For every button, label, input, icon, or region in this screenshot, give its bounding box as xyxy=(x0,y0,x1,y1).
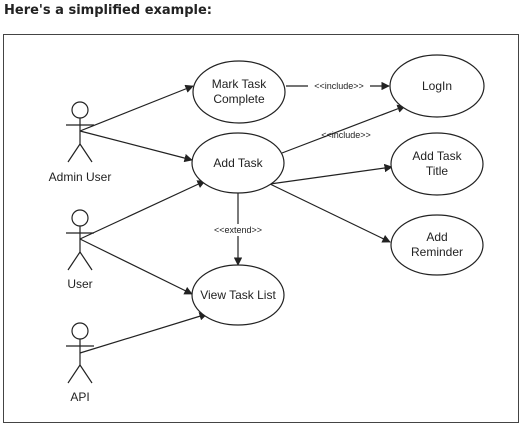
uc-login-line1: LogIn xyxy=(422,79,452,93)
relation-labels: <<include>> <<include>> <<extend>> xyxy=(208,80,371,236)
stick-figure-icon xyxy=(66,101,94,163)
actor-admin-user: Admin User xyxy=(49,101,112,184)
uc-add-line1: Add Task xyxy=(213,156,263,170)
extend-label: <<extend>> xyxy=(214,225,262,235)
uc-reminder-line2: Reminder xyxy=(411,245,463,259)
use-case-add-reminder: Add Reminder xyxy=(390,214,484,276)
uc-reminder-line1: Add xyxy=(426,230,447,244)
use-case-add-task-title: Add Task Title xyxy=(390,132,484,196)
use-case-login: LogIn xyxy=(389,54,485,118)
assoc-admin-mark xyxy=(79,84,194,132)
actor-label-api: API xyxy=(70,390,89,404)
uc-mark-line2: Complete xyxy=(213,92,265,106)
uc-title-line1: Add Task xyxy=(412,149,462,163)
use-case-mark-task-complete: Mark Task Complete xyxy=(192,60,286,124)
assoc-user-add xyxy=(79,180,206,240)
include-add-login xyxy=(281,104,406,154)
page-heading: Here's a simplified example: xyxy=(4,3,213,18)
assoc-api-view xyxy=(79,312,208,354)
use-case-view-task-list: View Task List xyxy=(191,264,285,326)
actor-label-admin: Admin User xyxy=(49,170,112,184)
actor-label-user: User xyxy=(67,277,92,291)
actor-api: API xyxy=(66,322,94,404)
stick-figure-icon xyxy=(66,209,94,271)
assoc-admin-add xyxy=(79,130,193,163)
actor-user: User xyxy=(66,209,94,291)
diagram-frame xyxy=(3,34,519,423)
assoc-add-reminder xyxy=(269,183,391,243)
assoc-add-title xyxy=(269,163,393,185)
include-label-2: <<include>> xyxy=(321,130,371,140)
uc-title-line2: Title xyxy=(426,164,449,178)
use-case-add-task: Add Task xyxy=(191,132,285,194)
uc-mark-line1: Mark Task xyxy=(212,77,267,91)
include-label-1: <<include>> xyxy=(314,81,364,91)
stick-figure-icon xyxy=(66,322,94,384)
uc-view-line1: View Task List xyxy=(200,288,276,302)
assoc-user-view xyxy=(79,238,193,295)
